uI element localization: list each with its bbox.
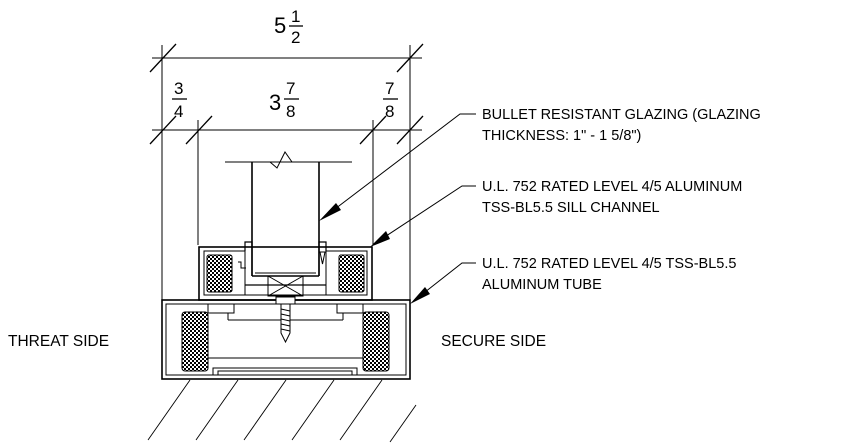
left-tube-gasket bbox=[181, 311, 209, 372]
callout-tube-line1: U.L. 752 RATED LEVEL 4/5 TSS-BL5.5 bbox=[482, 256, 736, 272]
substrate-hatch bbox=[147, 379, 417, 443]
callout-glazing-line2: THICKNESS: 1" - 1 5/8") bbox=[482, 128, 641, 144]
secure-side-label: SECURE SIDE bbox=[441, 333, 546, 350]
threat-side-label: THREAT SIDE bbox=[8, 333, 109, 350]
sill-channel-arrowhead bbox=[370, 231, 390, 247]
right-dimension-numerator: 7 bbox=[385, 79, 394, 98]
left-dimension-denominator: 4 bbox=[174, 102, 183, 121]
setting-block bbox=[267, 275, 304, 297]
callout-sill-channel-line2: TSS-BL5.5 SILL CHANNEL bbox=[482, 200, 660, 216]
left-channel-gasket bbox=[206, 254, 233, 293]
right-channel-gasket bbox=[338, 254, 365, 293]
callout-sill-channel-line1: U.L. 752 RATED LEVEL 4/5 ALUMINUM bbox=[482, 179, 742, 195]
tube-arrowhead bbox=[410, 287, 430, 304]
center-dimension-numerator: 7 bbox=[286, 79, 295, 98]
overall-dimension-whole: 5 bbox=[274, 13, 286, 38]
overall-dimension bbox=[149, 43, 424, 300]
leader-lines bbox=[330, 113, 476, 297]
center-dimension-denominator: 8 bbox=[286, 102, 295, 121]
overall-dimension-numerator: 1 bbox=[291, 7, 300, 26]
screw-fastener bbox=[275, 296, 296, 344]
callout-glazing-line1: BULLET RESISTANT GLAZING (GLAZING bbox=[482, 107, 761, 123]
center-dimension-whole: 3 bbox=[269, 90, 281, 115]
overall-dimension-denominator: 2 bbox=[291, 28, 300, 47]
callout-tube-line2: ALUMINUM TUBE bbox=[482, 277, 602, 293]
left-dimension-numerator: 3 bbox=[174, 79, 183, 98]
right-tube-gasket bbox=[362, 311, 390, 372]
glazing-arrowhead bbox=[319, 203, 341, 221]
sub-dimension-line bbox=[149, 115, 424, 245]
right-dimension-denominator: 8 bbox=[385, 102, 394, 121]
